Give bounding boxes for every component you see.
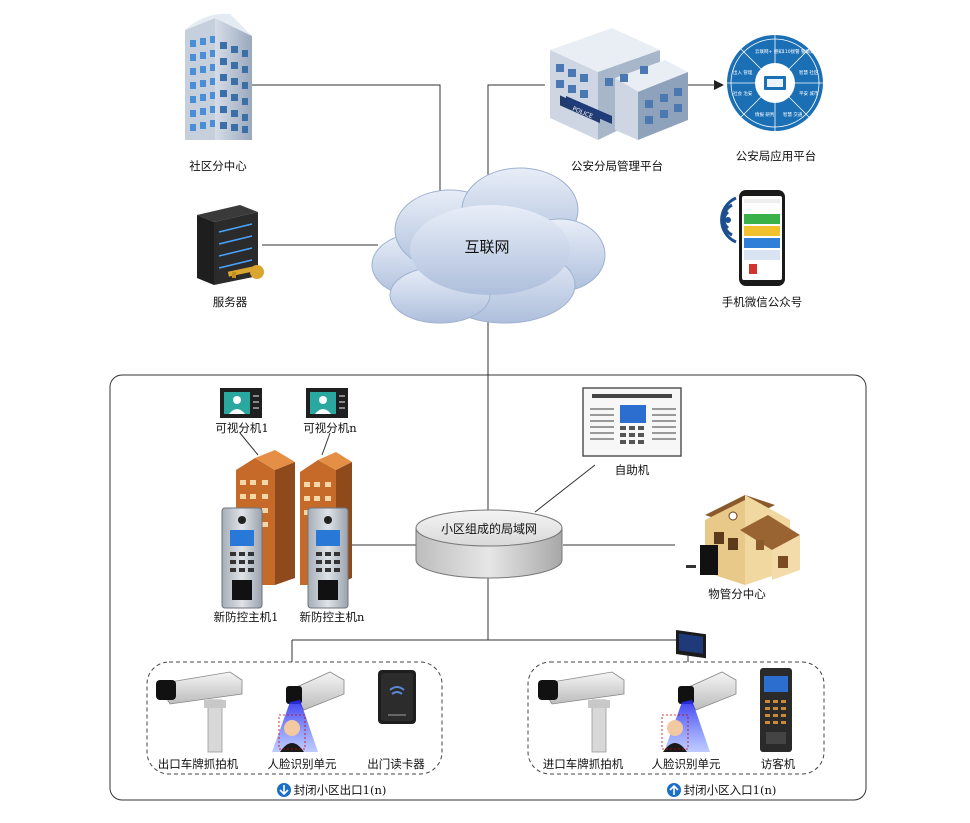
- line-community-to-internet: [250, 84, 441, 205]
- video-extension-1-icon: [220, 388, 262, 418]
- wheel-label-7: 社会 治安: [733, 90, 753, 97]
- wheel-label-5: 智慧 交通: [783, 111, 803, 118]
- host-panel-1-icon: [221, 507, 263, 609]
- key-icon: [227, 265, 264, 279]
- label-face-unit-entry: 人脸识别单元: [651, 757, 721, 771]
- label-video-ext-n: 可视分机n: [303, 421, 357, 435]
- line-ext1-to-building: [239, 432, 259, 456]
- exit-plate-camera-icon: [156, 671, 243, 753]
- label-lan: 小区组成的局域网: [440, 522, 538, 536]
- property-management-icon: [676, 495, 800, 659]
- label-community-center: 社区分中心: [189, 159, 247, 173]
- visitor-machine-icon: [760, 668, 792, 752]
- label-server: 服务器: [212, 295, 248, 309]
- line-kiosk-to-lan: [534, 464, 596, 513]
- entry-arrow-icon: [667, 783, 681, 797]
- wheel-label-4: 平安 城市: [799, 90, 819, 97]
- wheel-label-6: 情报 研判: [755, 111, 775, 118]
- kiosk-icon: [582, 387, 682, 457]
- host-panel-n-icon: [307, 507, 349, 609]
- label-internet: 互联网: [464, 238, 510, 256]
- lan-hub-icon: [415, 509, 563, 579]
- wheel-label-1: 云联网+ 感知: [755, 48, 783, 55]
- entry-gate-group: [527, 661, 825, 775]
- label-wechat: 手机微信公众号: [721, 295, 803, 309]
- line-internet-to-police: [487, 84, 545, 180]
- label-exit-plate-cam: 出口车牌抓拍机: [157, 757, 239, 771]
- label-exit-card-reader: 出门读卡器: [367, 757, 425, 771]
- exit-arrow-icon: [277, 783, 291, 797]
- community-building-icon: [185, 13, 252, 140]
- server-icon: [197, 205, 264, 285]
- wheel-label-3: 智慧 社区: [799, 69, 819, 76]
- face-unit-entry-icon: [661, 671, 737, 752]
- label-host-1: 新防控主机1: [213, 610, 279, 624]
- label-property-center: 物管分中心: [708, 587, 766, 601]
- video-extension-n-icon: [306, 388, 348, 418]
- label-host-n: 新防控主机n: [299, 610, 365, 624]
- label-video-ext-1: 可视分机1: [215, 421, 269, 435]
- wheel-label-2: 110接警 警情处: [782, 48, 815, 55]
- label-entry-gate: 封闭小区入口1(n): [683, 783, 777, 797]
- line-extn-to-building: [321, 432, 331, 456]
- police-building-icon: POLICE: [550, 28, 688, 140]
- internet-cloud-icon: [371, 167, 606, 324]
- label-visitor-machine: 访客机: [760, 757, 796, 771]
- exit-gate-group: [146, 661, 443, 775]
- exit-card-reader-icon: [378, 670, 416, 724]
- arrow-head-to-app: [714, 80, 724, 90]
- label-police-platform: 公安分局管理平台: [571, 159, 663, 173]
- face-unit-exit-icon: [272, 671, 345, 752]
- wheel-label-8: 出入 管理: [733, 69, 753, 76]
- community-boundary: [109, 374, 867, 801]
- label-police-app: 公安局应用平台: [735, 149, 817, 163]
- label-face-unit-exit: 人脸识别单元: [267, 757, 337, 771]
- phone-wifi-icon: [720, 190, 785, 286]
- police-app-wheel-icon: 云联网+ 感知 110接警 警情处 智慧 社区 平安 城市 智慧 交通 情报 研…: [727, 35, 823, 131]
- entry-plate-camera-icon: [538, 671, 625, 753]
- label-exit-gate: 封闭小区出口1(n): [293, 783, 387, 797]
- label-entry-plate-cam: 进口车牌抓拍机: [542, 757, 624, 771]
- label-kiosk: 自助机: [614, 463, 650, 477]
